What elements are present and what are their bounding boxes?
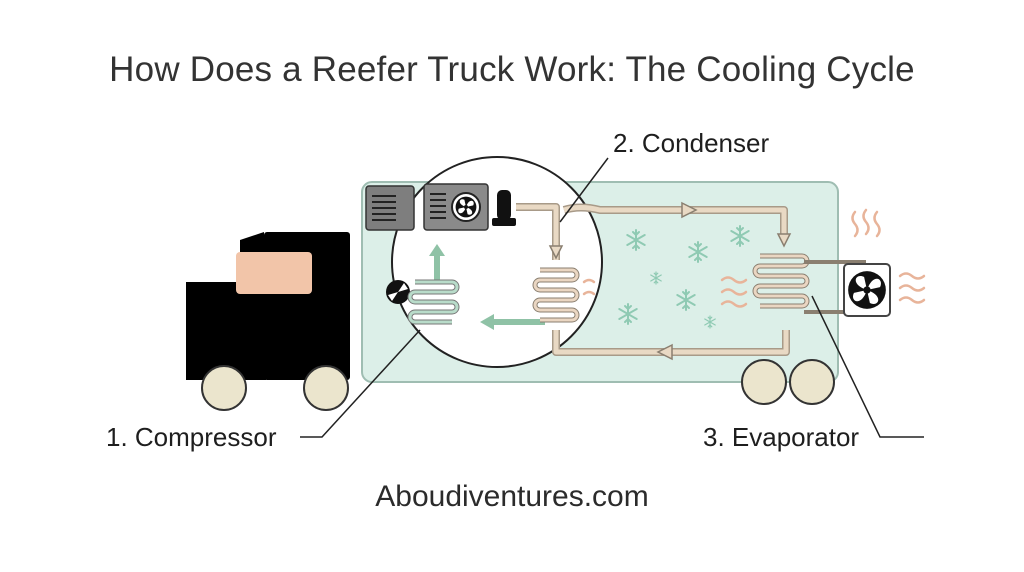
arrow-left [656, 343, 673, 361]
arrow-left [480, 314, 494, 330]
fan-icon [843, 263, 891, 317]
compressor-label: 1. Compressor [106, 422, 277, 452]
heat-wave-icon [582, 208, 926, 308]
evaporator-label: 3. Evaporator [703, 422, 860, 452]
condenser-label: 2. Condenser [613, 128, 770, 158]
cab-window [236, 252, 312, 294]
arrow-up [429, 244, 445, 256]
diagram-title: How Does a Reefer Truck Work: The Coolin… [109, 50, 915, 89]
fan-icon [386, 280, 410, 304]
wheels [201, 359, 835, 411]
website-footer: Aboudiventures.com [375, 480, 649, 513]
truck-cab [186, 232, 350, 380]
callout-leader-lines [300, 157, 924, 438]
arrow-down [776, 233, 792, 248]
arrow-down [548, 245, 564, 260]
arrow-right [681, 201, 698, 219]
fan-icon [365, 185, 415, 231]
fan-icon [423, 183, 489, 231]
compressor-unit-icon [492, 190, 516, 226]
